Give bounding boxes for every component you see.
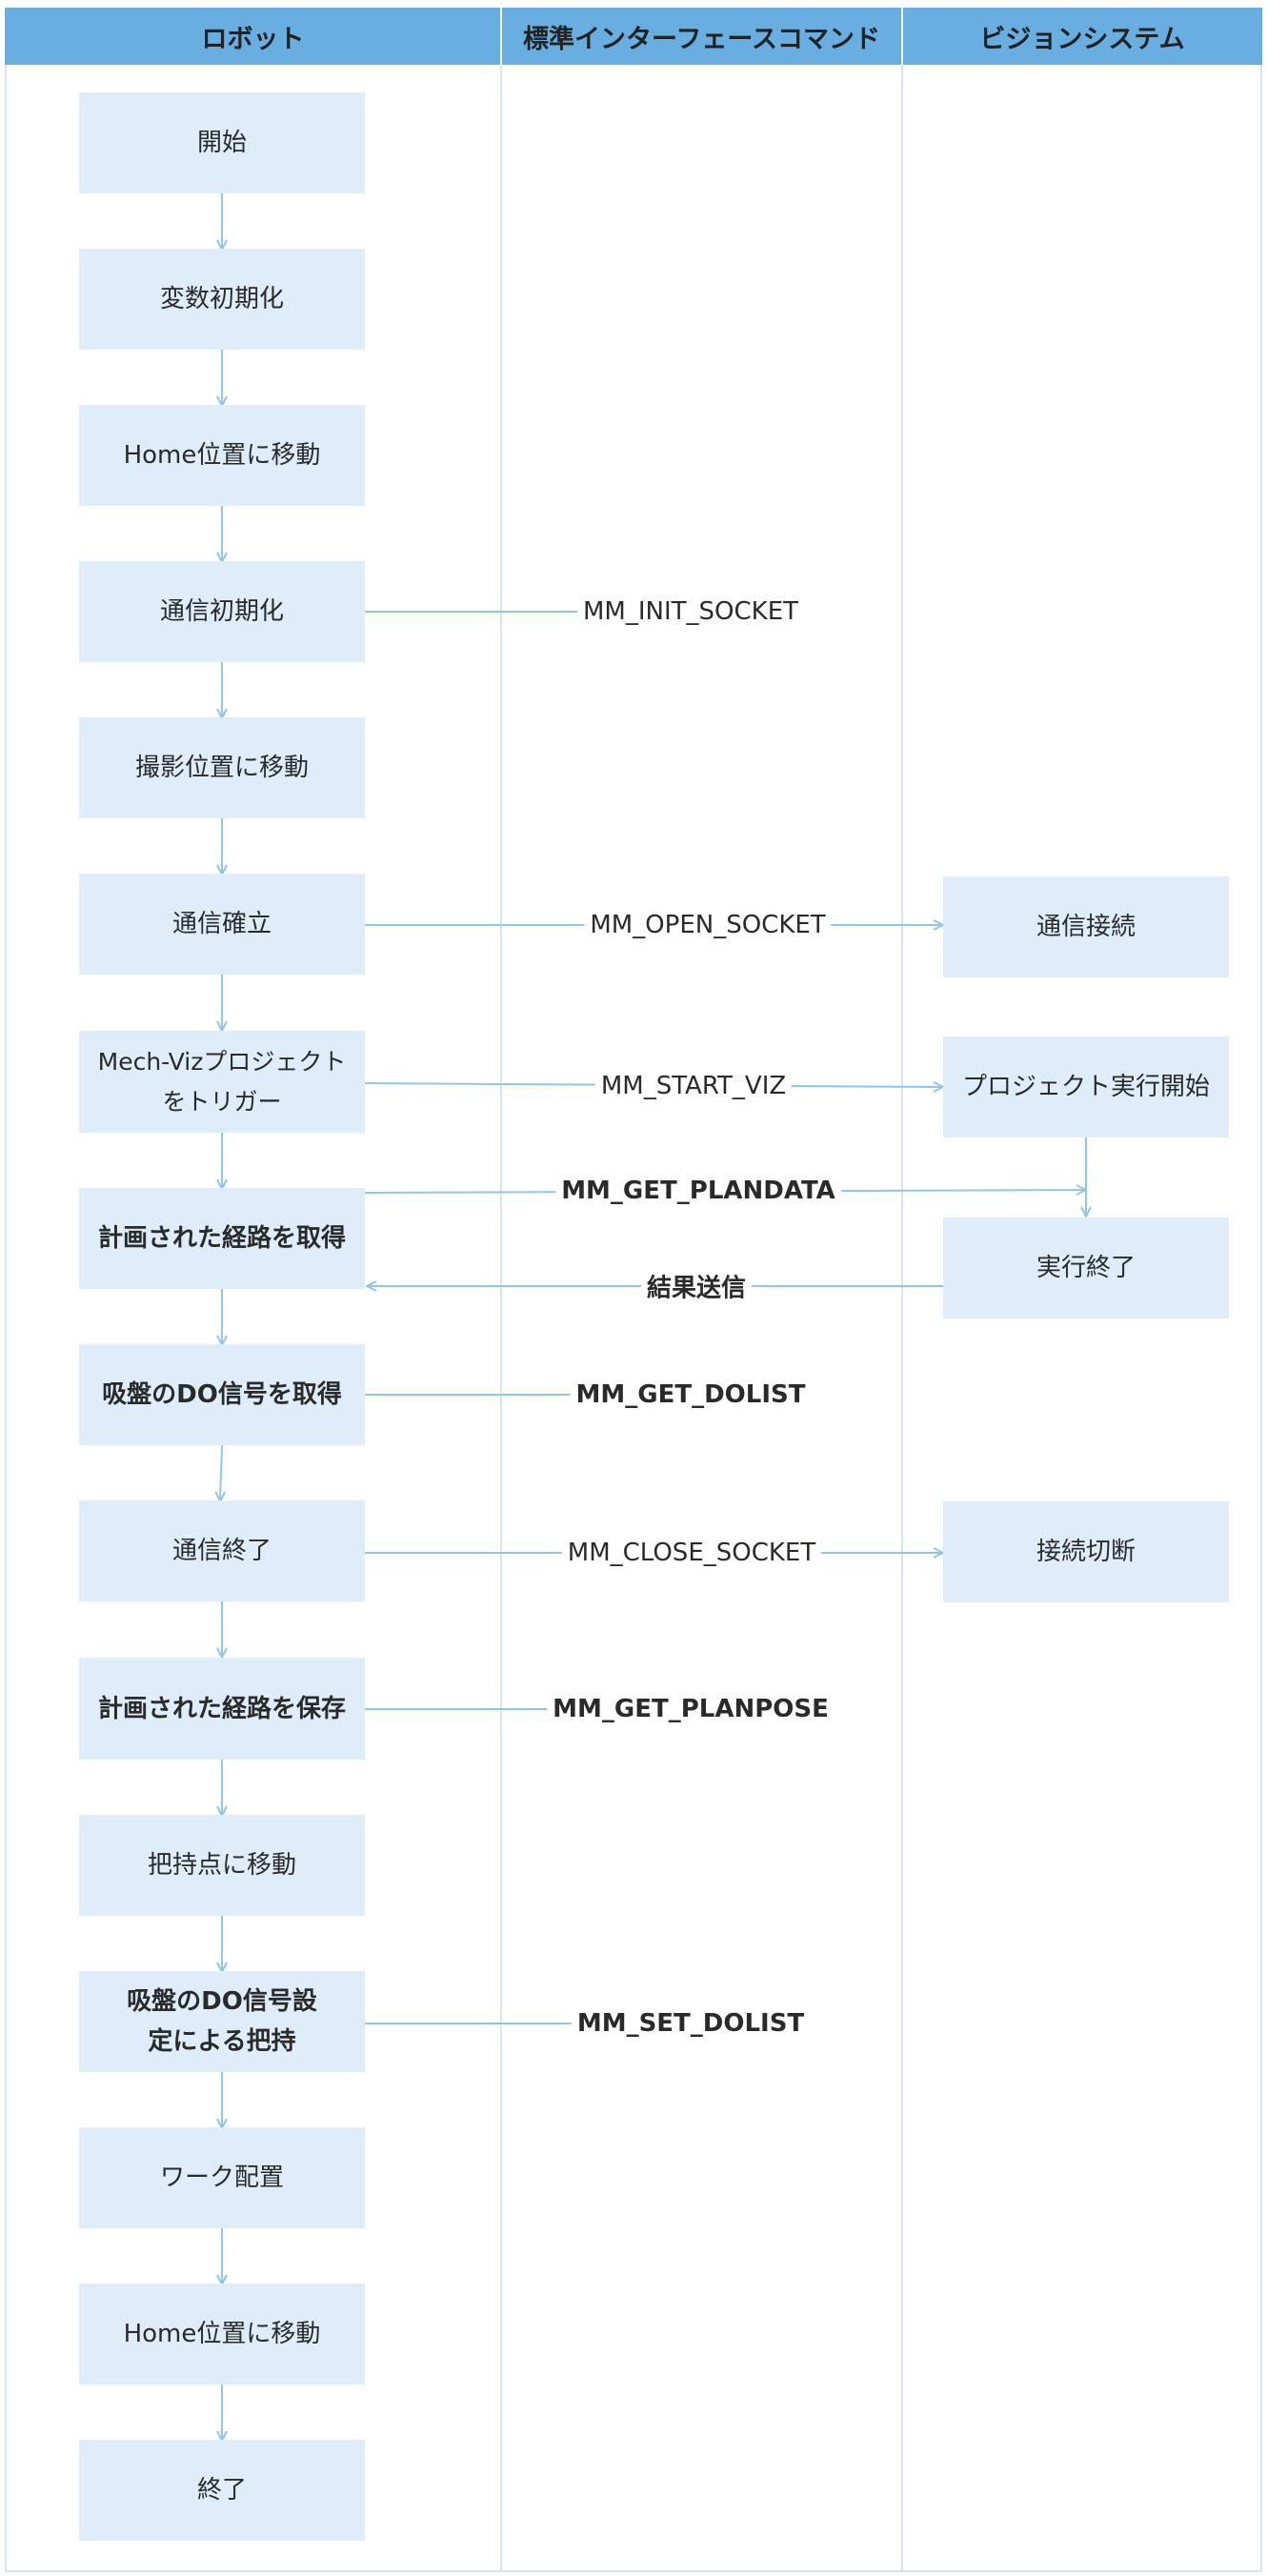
step-save-planned-path: 計画された経路を保存 [79, 1658, 365, 1760]
cmd-close-socket: MM_CLOSE_SOCKET [561, 1539, 822, 1567]
vision-start-project: プロジェクト実行開始 [943, 1036, 1229, 1137]
step-start: 開始 [79, 92, 365, 193]
step-init-communication: 通信初期化 [79, 561, 365, 662]
step-establish-communication: 通信確立 [79, 874, 365, 975]
step-move-home: Home位置に移動 [79, 405, 365, 506]
step-init-variables: 変数初期化 [79, 249, 365, 350]
step-move-capture-position: 撮影位置に移動 [79, 717, 365, 818]
cmd-init-socket: MM_INIT_SOCKET [576, 597, 805, 626]
step-place-workpiece: ワーク配置 [79, 2127, 365, 2228]
step-move-grasp-point: 把持点に移動 [79, 1815, 365, 1916]
lane-header-robot: ロボット [5, 8, 501, 65]
cmd-get-plandata: MM_GET_PLANDATA [555, 1177, 841, 1205]
cmd-set-dolist: MM_SET_DOLIST [571, 2009, 811, 2038]
cmd-result-send: 結果送信 [640, 1268, 753, 1304]
cmd-get-dolist: MM_GET_DOLIST [570, 1380, 812, 1409]
step-return-home: Home位置に移動 [79, 2284, 365, 2385]
header-divider-1 [500, 8, 502, 65]
lane-divider-2 [901, 8, 903, 2572]
step-trigger-mechviz: Mech-Vizプロジェクトをトリガー [79, 1031, 365, 1133]
step-end: 終了 [79, 2440, 365, 2541]
lane-divider-1 [500, 8, 502, 2572]
step-grasp-by-suction-do: 吸盤のDO信号設定による把持 [79, 1971, 365, 2072]
cmd-start-viz: MM_START_VIZ [594, 1072, 793, 1100]
step-end-communication: 通信終了 [79, 1500, 365, 1601]
step-get-planned-path: 計画された経路を取得 [79, 1188, 365, 1289]
vision-execution-complete: 実行終了 [943, 1218, 1229, 1318]
step-get-suction-do: 吸盤のDO信号を取得 [79, 1344, 365, 1445]
vision-disconnect: 接続切断 [943, 1501, 1229, 1602]
lane-header-vision: ビジョンシステム [902, 8, 1262, 65]
cmd-open-socket: MM_OPEN_SOCKET [584, 911, 832, 939]
vision-connect: 通信接続 [943, 876, 1229, 977]
lane-header-interface: 標準インターフェースコマンド [501, 8, 902, 65]
cmd-get-planpose: MM_GET_PLANPOSE [547, 1695, 835, 1723]
header-divider-2 [901, 8, 903, 65]
flow-arrow-9 [220, 1444, 222, 1501]
